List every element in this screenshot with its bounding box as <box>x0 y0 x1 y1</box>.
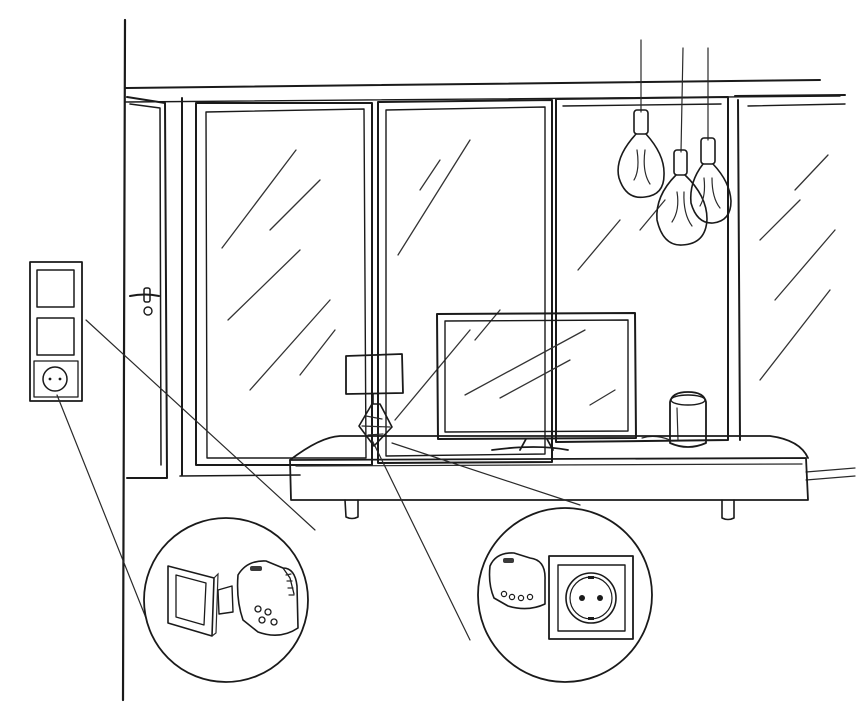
window-pane-1 <box>181 97 373 476</box>
tv-screen <box>444 319 629 433</box>
wall-switch-detail <box>167 565 219 637</box>
table-lamp <box>345 353 404 447</box>
sideboard-top <box>289 435 809 461</box>
room-structure <box>121 18 841 702</box>
bulb-1 <box>617 109 665 199</box>
light-switch-2 <box>36 317 75 356</box>
sideboard-leg-left <box>344 499 359 520</box>
wall-corner-line <box>121 18 127 702</box>
lamp-shade <box>345 353 404 395</box>
dimmer-module-detail <box>217 560 299 636</box>
tv-stand <box>491 438 569 451</box>
wall-socket-icon <box>42 366 68 392</box>
sideboard <box>289 435 809 521</box>
light-switch-1 <box>36 269 75 308</box>
wall-switch-panel <box>29 261 83 402</box>
ceiling-line <box>125 79 821 89</box>
window-frames <box>179 94 846 477</box>
callout-switch-module <box>143 517 309 683</box>
door <box>126 96 168 479</box>
television <box>436 312 637 451</box>
door-panel-edge <box>129 103 162 466</box>
sideboard-leg-right <box>721 499 735 521</box>
door-handle <box>129 287 160 316</box>
callout-lines <box>56 319 581 641</box>
bulb-2 <box>656 149 708 246</box>
smart-speaker <box>669 391 707 448</box>
tv-bezel <box>436 312 637 440</box>
bulb-3 <box>689 137 732 224</box>
window-pane-2 <box>377 99 553 464</box>
wall-socket-detail <box>548 555 634 640</box>
callout-socket-module <box>477 507 653 683</box>
window-pane-3 <box>555 96 729 443</box>
glass-reflections <box>221 139 836 421</box>
pendant-lights <box>617 39 732 246</box>
keyhole <box>143 306 153 316</box>
lamp-base <box>358 393 393 447</box>
window-pane-4 <box>734 94 846 441</box>
door-frame <box>126 96 168 479</box>
sideboard-front <box>289 457 809 501</box>
socket-module-detail <box>488 552 546 610</box>
